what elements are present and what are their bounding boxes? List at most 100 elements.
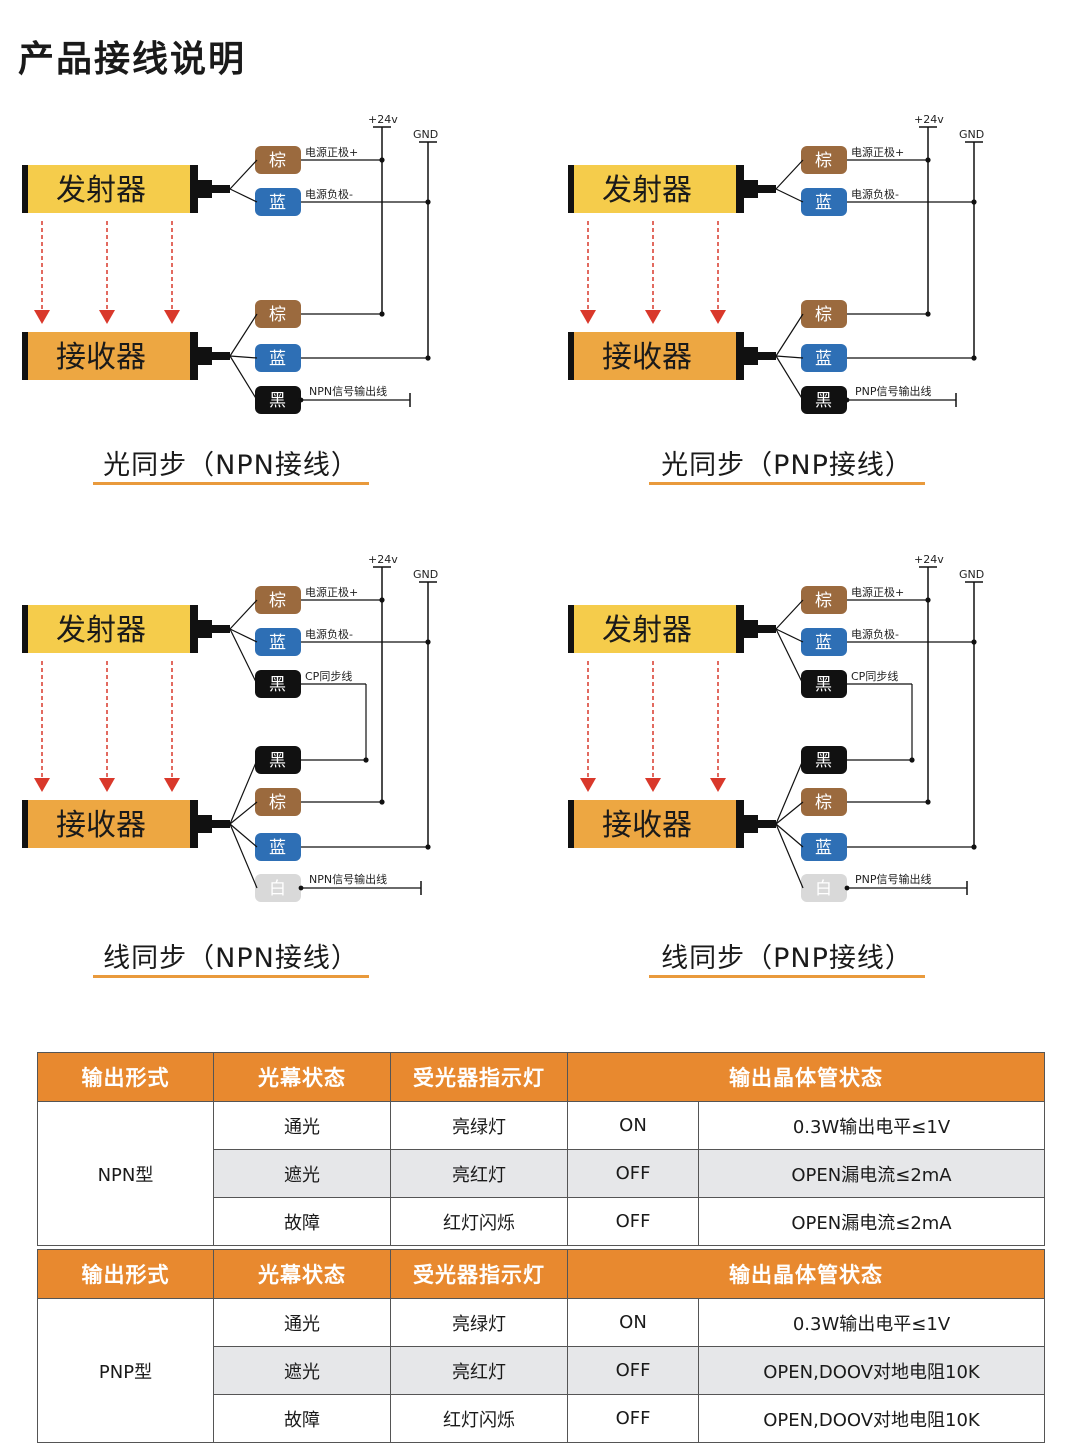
receiver-left-cap <box>568 332 574 380</box>
emitter-brown-wire-fan <box>229 159 258 190</box>
state-cell: 遮光 <box>213 1346 391 1395</box>
switch-cell: OFF <box>567 1394 699 1443</box>
emitter-right-cap <box>736 605 744 653</box>
receiver-brown-wire-junction <box>925 799 931 805</box>
receiver-brown-badge-text: 棕 <box>269 305 286 325</box>
receiver-blue-badge-text: 蓝 <box>815 349 832 369</box>
emitter-black-badge <box>801 670 847 698</box>
output-dot <box>844 885 850 891</box>
receiver-blue-badge <box>801 344 847 372</box>
receiver-black-badge-text: 黑 <box>815 391 832 411</box>
emitter-cable <box>758 625 776 633</box>
emitter-blue-badge <box>255 188 301 216</box>
emitter-connector <box>198 180 212 198</box>
receiver-brown-wire-fan <box>229 313 258 357</box>
emitter-blue-wire-fan <box>775 628 804 643</box>
receiver-white-badge <box>801 874 847 902</box>
emitter-brown-wire-junction <box>379 597 385 603</box>
emitter-brown-badge <box>801 586 847 614</box>
arrow-head <box>34 778 50 792</box>
emitter-blue-badge <box>255 628 301 656</box>
plus24-label: +24v <box>368 553 398 566</box>
arrow-head <box>99 778 115 792</box>
emitter-blue-badge-text: 蓝 <box>815 633 832 653</box>
receiver-body <box>574 800 740 848</box>
emitter-blue-badge <box>801 188 847 216</box>
emitter-left-cap <box>22 165 28 213</box>
receiver-white-badge-text: 白 <box>815 879 832 899</box>
model-cell: PNP型 <box>37 1298 214 1443</box>
receiver-white-badge-text: 白 <box>269 879 286 899</box>
power-pos-label: 电源正极+ <box>305 585 358 599</box>
arrow-head <box>34 310 50 324</box>
arrow-head <box>710 778 726 792</box>
header-transistor-state: 输出晶体管状态 <box>567 1052 1045 1102</box>
emitter-label: 发射器 <box>602 613 692 648</box>
emitter-black-badge-text: 黑 <box>815 675 832 695</box>
emitter-blue-wire-junction <box>425 199 431 205</box>
emitter-brown-wire-fan <box>229 599 258 630</box>
emitter-label: 发射器 <box>56 613 146 648</box>
emitter-blue-wire-fan <box>229 188 258 203</box>
emitter-brown-badge-text: 棕 <box>815 591 832 611</box>
receiver-cable <box>212 820 230 828</box>
detail-cell: OPEN漏电流≤2mA <box>698 1149 1045 1198</box>
emitter-right-cap <box>736 165 744 213</box>
receiver-black-wire-fan <box>775 759 804 825</box>
gnd-label: GND <box>413 568 438 581</box>
power-pos-label: 电源正极+ <box>851 145 904 159</box>
header-output-type: 输出形式 <box>37 1249 214 1299</box>
receiver-brown-wire-fan <box>229 801 258 825</box>
emitter-body <box>574 605 740 653</box>
arrow-head <box>580 778 596 792</box>
caption-underline <box>93 482 369 485</box>
receiver-blue-wire-fan <box>775 823 804 848</box>
emitter-blue-wire-junction <box>971 639 977 645</box>
receiver-blue-badge <box>255 833 301 861</box>
page-title: 产品接线说明 <box>18 39 247 80</box>
indicator-cell: 亮红灯 <box>390 1149 568 1198</box>
emitter-cable <box>212 185 230 193</box>
output-dot <box>844 397 850 403</box>
output-fan <box>229 355 258 401</box>
receiver-brown-badge <box>801 788 847 816</box>
switch-cell: ON <box>567 1101 699 1150</box>
receiver-right-cap <box>190 800 198 848</box>
receiver-blue-wire-junction <box>425 355 431 361</box>
receiver-brown-wire-fan <box>775 801 804 825</box>
receiver-black-wire-junction <box>363 757 369 763</box>
emitter-brown-wire-junction <box>925 157 931 163</box>
emitter-blue-badge-text: 蓝 <box>815 193 832 213</box>
power-neg-label: 电源负极- <box>851 627 899 641</box>
caption-underline <box>649 975 925 978</box>
arrow-head <box>645 310 661 324</box>
model-cell: NPN型 <box>37 1101 214 1246</box>
arrow-head <box>710 310 726 324</box>
state-cell: 通光 <box>213 1101 391 1150</box>
cp-sync-label: CP同步线 <box>851 669 898 683</box>
receiver-blue-badge <box>255 344 301 372</box>
emitter-body <box>574 165 740 213</box>
gnd-label: GND <box>413 128 438 141</box>
caption-optical-npn: 光同步（NPN接线） <box>103 450 359 481</box>
receiver-black-badge <box>801 746 847 774</box>
emitter-brown-wire-junction <box>379 157 385 163</box>
detail-cell: OPEN漏电流≤2mA <box>698 1197 1045 1246</box>
receiver-body <box>28 800 194 848</box>
caption-underline <box>93 975 369 978</box>
receiver-brown-badge <box>801 300 847 328</box>
switch-cell: OFF <box>567 1346 699 1395</box>
receiver-blue-wire-fan <box>229 355 258 359</box>
receiver-brown-wire-junction <box>379 799 385 805</box>
state-cell: 遮光 <box>213 1149 391 1198</box>
output-dot <box>298 397 304 403</box>
receiver-brown-badge-text: 棕 <box>269 793 286 813</box>
caption-underline <box>649 482 925 485</box>
emitter-brown-badge <box>255 146 301 174</box>
power-neg-label: 电源负极- <box>305 627 353 641</box>
